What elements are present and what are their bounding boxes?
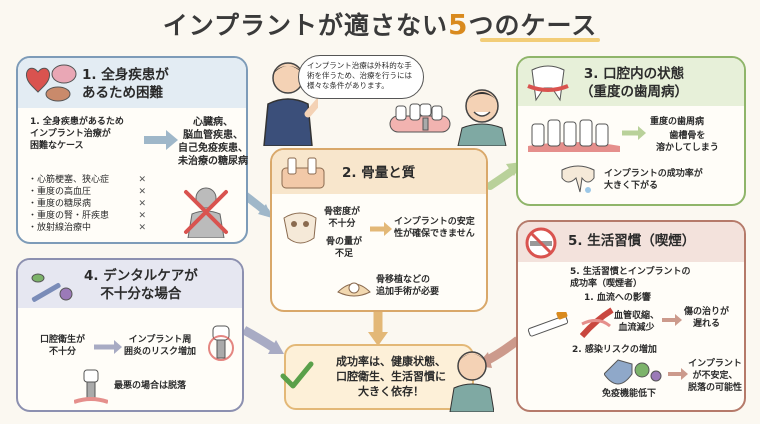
gum-recession-icon: [528, 116, 620, 156]
panel-title: 2. 骨量と質: [342, 165, 416, 181]
melting-bone-icon: [558, 162, 598, 202]
bone-volume-label: 骨の量が 不足: [326, 237, 363, 259]
x-mark-icon: ✕: [138, 199, 146, 209]
bone-graft-icon: [334, 272, 374, 304]
blood-vessel-icon: [579, 306, 614, 344]
panel-header: [18, 260, 242, 308]
panel-intro: 5. 生活習慣とインプラントの 成功率（喫煙者）: [570, 267, 691, 289]
list-item: ・放射線治療中✕: [28, 223, 146, 233]
pointing-doctor-icon: [446, 346, 495, 416]
arrow-right-icon: [144, 130, 178, 150]
list-item: ・重度の腎・肝疾患✕: [28, 211, 146, 221]
patient-icon: [454, 82, 510, 150]
virus-shield-icon: [603, 358, 664, 390]
arrow-right-icon: [370, 222, 392, 236]
organs-icon: [24, 62, 78, 110]
panel-item-list: ・心筋梗塞、狭心症✕ ・重度の高血圧✕ ・重度の糖尿病✕ ・重度の腎・肝疾患✕ …: [28, 174, 146, 234]
arrow-right-icon: [668, 368, 688, 380]
poor-hygiene-label: 口腔衛生が 不十分: [40, 335, 86, 357]
panel-bone-quality: 2. 骨量と質 骨密度が 不十分 骨の量が 不足 インプラントの安定 性が確保で…: [270, 148, 488, 312]
bone-density-label: 骨密度が 不十分: [324, 207, 361, 229]
inflamed-implant-icon: [206, 324, 236, 368]
checkmark-icon: [280, 360, 314, 394]
jawbone-icon: [280, 156, 326, 194]
panel-lifestyle-smoking: 5. 生活習慣（喫煙） 5. 生活習慣とインプラントの 成功率（喫煙者） 1. …: [516, 220, 746, 412]
toothbrush-bacteria-icon: [26, 266, 76, 310]
panel-title: 1. 全身疾患が あるため困難: [82, 67, 169, 101]
list-item: ・重度の糖尿病✕: [28, 199, 146, 209]
worst-case-note: 最悪の場合は脱落: [114, 381, 187, 391]
panel-dental-care: 4. デンタルケアが 不十分な場合 口腔衛生が 不十分 インプラント周 囲炎のリ…: [16, 258, 244, 412]
arrow-right-icon: [94, 340, 122, 354]
stability-result: インプラントの安定 性が確保できません: [394, 217, 475, 239]
slow-healing-label: 傷の治りが 遅れる: [684, 307, 730, 329]
panel-oral-condition: 3. 口腔内の状態 （重度の歯周病） 重度の歯周病 歯槽骨を 溶かしてしまう イ…: [516, 56, 746, 206]
arrow-right-icon: [622, 126, 646, 140]
peri-implantitis-risk: インプラント周 囲炎のリスク増加: [124, 335, 197, 357]
panel-title: 3. 口腔内の状態 （重度の歯周病）: [580, 66, 688, 100]
title-main: インプラントが適さない: [162, 11, 448, 40]
x-mark-icon: ✕: [138, 187, 146, 197]
loose-implant-icon: [73, 368, 109, 408]
list-item: ・心筋梗塞、狭心症✕: [28, 175, 146, 185]
bone-dissolve-effect: 歯槽骨を 溶かしてしまう: [656, 131, 719, 153]
page-title: インプラントが適さない5つのケース: [0, 6, 760, 42]
panel-title: 4. デンタルケアが 不十分な場合: [84, 268, 198, 302]
summary-text: 成功率は、健康状態、 口腔衛生、生活習慣に 大きく依存！: [336, 355, 446, 398]
panel-intro: 1. 全身疾患があるため インプラント治療が 困難なケース: [30, 117, 124, 151]
diseased-tooth-icon: [526, 64, 570, 108]
x-mark-icon: ✕: [138, 175, 146, 185]
success-rate-drop: インプラントの成功率が 大きく下がる: [604, 169, 703, 191]
summary-box: 成功率は、健康状態、 口腔衛生、生活習慣に 大きく依存！: [280, 344, 474, 410]
graft-note: 骨移植などの 追加手術が必要: [376, 275, 440, 297]
title-tail: つのケース: [468, 11, 598, 40]
panel-systemic-disease: 1. 全身疾患が あるため困難 1. 全身疾患があるため インプラント治療が 困…: [16, 56, 248, 244]
list-item: ・重度の高血圧✕: [28, 187, 146, 197]
no-smoking-icon: [524, 226, 558, 264]
blood-flow-heading: 1. 血流への影響: [584, 293, 651, 303]
implant-teeth-icon: [388, 96, 452, 140]
crossed-person-icon: [178, 184, 234, 242]
title-underline: [480, 38, 600, 42]
immune-decline-label: 免疫機能低下: [602, 389, 657, 399]
panel-title: 5. 生活習慣（喫煙）: [568, 233, 696, 249]
cigarette-icon: [526, 309, 578, 342]
x-mark-icon: ✕: [138, 223, 146, 233]
infection-risk-heading: 2. 感染リスクの増加: [572, 345, 657, 355]
doctor-speech-bubble: インプラント治療は外科的な手術を伴うため、治療を行うには様々な条件があります。: [298, 55, 424, 99]
panel-conditions: 心臓病、 脳血管疾患、 自己免疫疾患、 未治療の糖尿病: [178, 117, 248, 167]
x-mark-icon: ✕: [138, 211, 146, 221]
implant-instability-label: インプラント が不安定、 脱落の可能性: [688, 359, 743, 393]
vasoconstriction-label: 血管収縮、 血流減少: [614, 311, 660, 333]
arrow-right-icon: [662, 314, 682, 326]
periodontal-disease-label: 重度の歯周病: [650, 117, 705, 127]
title-number: 5: [448, 8, 469, 41]
skull-jaw-icon: [280, 208, 320, 256]
